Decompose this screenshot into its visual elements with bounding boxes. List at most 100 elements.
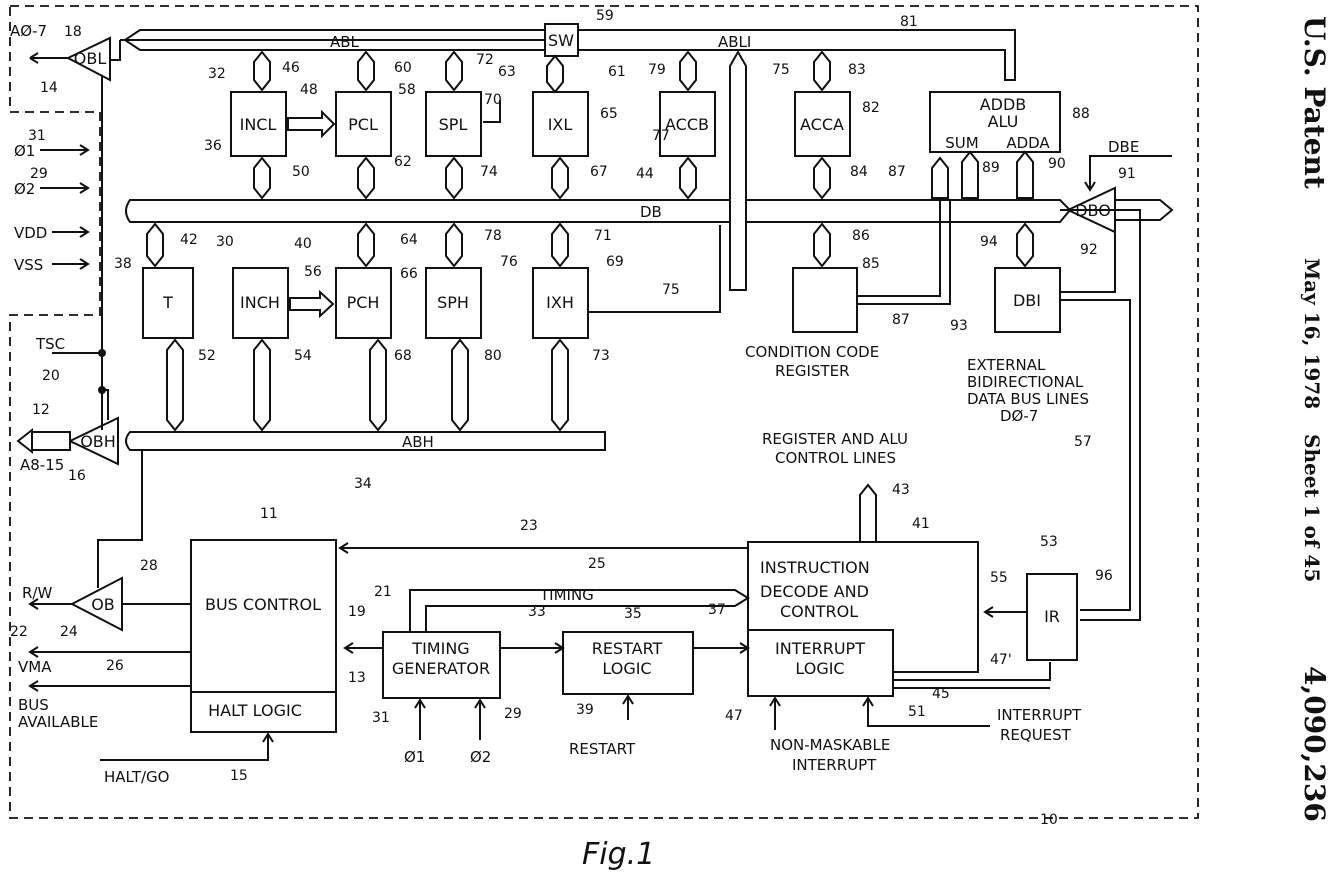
spl-label: SPL xyxy=(439,115,468,134)
bus-control-block xyxy=(190,539,337,733)
ixl-block xyxy=(532,91,589,157)
abli-label: ABLI xyxy=(718,33,751,51)
a0-7-label: AØ-7 xyxy=(10,22,47,40)
line-37 xyxy=(693,642,750,654)
patent-number: 4,090,236 xyxy=(1298,666,1331,822)
sph-label: SPH xyxy=(437,293,469,312)
sw-block xyxy=(544,23,579,57)
conn-87-up xyxy=(931,156,949,199)
ixh-link-75 xyxy=(588,225,721,313)
restart-label: RESTART xyxy=(569,740,636,758)
ref-33: 33 xyxy=(528,604,546,620)
ref-46: 46 xyxy=(282,60,300,76)
ref-23: 23 xyxy=(520,518,538,534)
ref-96: 96 xyxy=(1095,568,1113,584)
timing-generator-block xyxy=(382,631,501,699)
ref-44: 44 xyxy=(636,166,654,182)
ir-block xyxy=(1026,573,1078,661)
pcl-block xyxy=(335,91,392,157)
dbi-block xyxy=(994,267,1061,333)
ref-87: 87 xyxy=(888,164,906,180)
ref-83: 83 xyxy=(848,62,866,78)
ext-label-1: EXTERNAL xyxy=(967,356,1046,374)
ref-13: 13 xyxy=(348,670,366,686)
ref-11: 11 xyxy=(260,506,278,522)
ref-78: 78 xyxy=(484,228,502,244)
nmi-label-2: INTERRUPT xyxy=(792,756,877,774)
timing-bus-label: TIMING xyxy=(539,586,594,604)
a8-15-label: A8-15 xyxy=(20,456,64,474)
ref-72: 72 xyxy=(476,52,494,68)
acca-block xyxy=(794,91,851,157)
pch-block xyxy=(335,267,392,339)
dbi-dbo-link xyxy=(1060,232,1116,293)
t-label: T xyxy=(162,293,173,312)
ref-91: 91 xyxy=(1118,166,1136,182)
ref-43: 43 xyxy=(892,482,910,498)
ref-56: 56 xyxy=(304,264,322,280)
accb-label: ACCB xyxy=(665,115,709,134)
ctrl-label-2: CONTROL LINES xyxy=(775,449,896,467)
nmi-label-1: NON-MASKABLE xyxy=(770,736,890,754)
ref-68: 68 xyxy=(394,348,412,364)
timing-gen-label-2: GENERATOR xyxy=(392,659,490,678)
ref-55: 55 xyxy=(990,570,1008,586)
conn-73 xyxy=(551,338,569,432)
ref-37: 37 xyxy=(708,602,726,618)
rw-label: R/W xyxy=(22,584,52,602)
bus-avail-label-2: AVAILABLE xyxy=(18,713,98,731)
halt-go-in xyxy=(100,732,274,761)
acca-label: ACCA xyxy=(800,115,844,134)
inch-label: INCH xyxy=(240,293,280,312)
ref-30: 30 xyxy=(216,234,234,250)
conn-42 xyxy=(146,222,164,268)
ref-36: 36 xyxy=(204,138,222,154)
ref-47p: 47' xyxy=(990,652,1012,668)
dbi-label: DBI xyxy=(1013,291,1041,310)
a8-15-arrow xyxy=(16,427,33,455)
obl-driver xyxy=(65,36,111,82)
restart-logic-label-2: LOGIC xyxy=(602,659,651,678)
pch-label: PCH xyxy=(347,293,380,312)
obh-driver xyxy=(67,416,119,466)
ref-16: 16 xyxy=(68,468,86,484)
conn-46 xyxy=(253,50,271,92)
abh-label: ABH xyxy=(402,433,434,451)
alu-block xyxy=(929,91,1061,153)
ref-41: 41 xyxy=(912,516,930,532)
ref-92: 92 xyxy=(1080,242,1098,258)
ref-31: 31 xyxy=(372,710,390,726)
line-23 xyxy=(338,542,748,554)
ref-60: 60 xyxy=(394,60,412,76)
ixl-label: IXL xyxy=(548,115,573,134)
conn-80 xyxy=(451,338,469,432)
ref-70: 70 xyxy=(484,92,502,108)
ref-21: 21 xyxy=(374,584,392,600)
ref-81: 81 xyxy=(900,14,918,30)
rw-output xyxy=(28,598,72,610)
spl-link xyxy=(483,100,501,123)
ref-15: 15 xyxy=(230,768,248,784)
ref-75: 75 xyxy=(772,62,790,78)
ref-47: 47 xyxy=(725,708,743,724)
ref-48: 48 xyxy=(300,82,318,98)
ext-label-3: DATA BUS LINES xyxy=(967,390,1089,408)
ref-29: 29 xyxy=(504,706,522,722)
line-33 xyxy=(500,642,565,654)
ref-53: 53 xyxy=(1040,534,1058,550)
ref-69: 69 xyxy=(606,254,624,270)
sheet-number: Sheet 1 of 45 xyxy=(1300,434,1324,582)
conn-71 xyxy=(551,222,569,268)
ccr-alu-87b xyxy=(857,200,951,305)
abh-bus xyxy=(125,431,606,451)
conn-54 xyxy=(253,338,271,432)
ref-77: 77 xyxy=(652,128,670,144)
tim-phi2-label: Ø2 xyxy=(470,748,491,766)
dbe-line xyxy=(1084,155,1172,192)
vdd-label: VDD xyxy=(14,224,47,242)
tsc-node xyxy=(98,349,106,357)
conn-72 xyxy=(445,50,463,92)
patent-office: U.S. Patent xyxy=(1298,16,1331,189)
ref-89: 89 xyxy=(982,160,1000,176)
